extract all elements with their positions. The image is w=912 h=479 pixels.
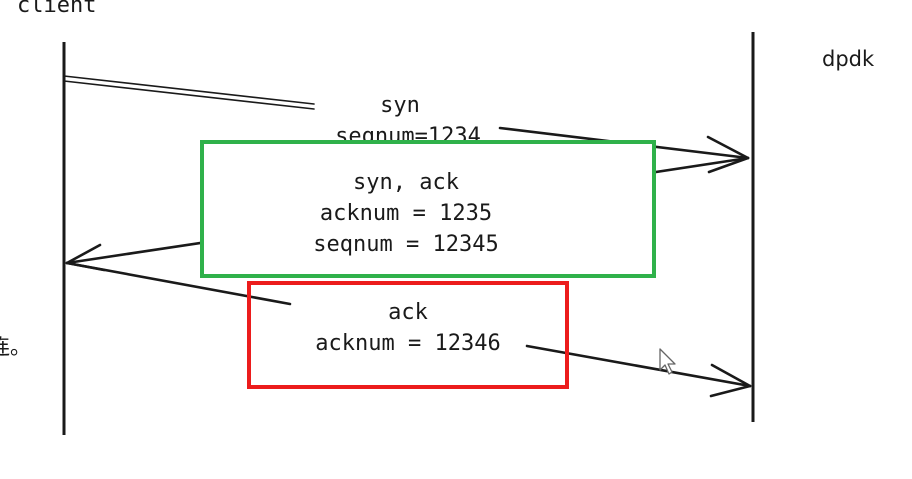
- syn-ack-label: syn, ack: [353, 170, 459, 195]
- syn-label: syn: [380, 93, 420, 118]
- ack-acknum-label: acknum = 12346: [315, 331, 501, 356]
- ack-highlight-box: [247, 281, 569, 389]
- edge-text-fragment: 连。: [0, 335, 31, 359]
- ack-arrow: [65, 261, 752, 398]
- client-label: client: [17, 0, 97, 18]
- dpdk-label: dpdk: [822, 47, 875, 71]
- mouse-cursor-icon: [659, 348, 676, 375]
- syn-ack-seqnum-label: seqnum = 12345: [313, 232, 499, 257]
- syn-ack-highlight-box: [200, 140, 656, 278]
- ack-label: ack: [388, 300, 428, 325]
- syn-ack-acknum-label: acknum = 1235: [319, 201, 493, 226]
